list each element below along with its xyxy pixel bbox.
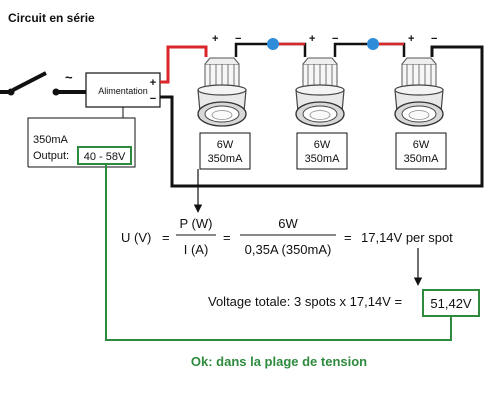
formula-den1: I (A) <box>184 242 209 257</box>
spot3-power: 6W <box>413 139 430 151</box>
supply-minus-sign: − <box>150 93 156 105</box>
supply-spec-current: 350mA <box>33 134 69 146</box>
junction-dot-1 <box>267 38 279 50</box>
formula-num2: 6W <box>278 216 298 231</box>
switch-contact-left <box>7 88 15 96</box>
spot3-current: 350mA <box>404 153 440 165</box>
formula-lhs: U (V) <box>121 230 151 245</box>
spot1-minus: − <box>235 33 241 45</box>
formula-eq2: = <box>223 230 231 245</box>
supply-plus-sign: + <box>150 77 156 89</box>
conclusion-text: Ok: dans la plage de tension <box>191 354 367 369</box>
spot1-power: 6W <box>217 139 234 151</box>
spot3-spec-box <box>395 132 447 170</box>
spot3-plus: + <box>408 33 414 45</box>
junction-dot-2 <box>367 38 379 50</box>
supply-spec-output-label: Output: <box>33 150 69 162</box>
positive-supply-wire <box>160 45 208 84</box>
spot1-plus: + <box>212 33 218 45</box>
output-range: 40 - 58V <box>84 151 126 163</box>
spot2-current: 350mA <box>305 153 341 165</box>
total-voltage-value: 51,42V <box>430 296 472 311</box>
output-range-box <box>77 146 132 165</box>
formula-eq1: = <box>162 230 170 245</box>
formula-result: 17,14V per spot <box>361 230 453 245</box>
led-spot-3 <box>394 57 444 127</box>
spot2-spec-box <box>296 132 348 170</box>
spot3-minus: − <box>431 33 437 45</box>
negative-return-wire <box>160 45 484 188</box>
power-supply-label: Alimentation <box>98 86 148 96</box>
spot1-spec-box <box>199 132 251 170</box>
total-voltage-text: Voltage totale: 3 spots x 17,14V = <box>208 294 402 309</box>
led-spot-2 <box>295 57 345 127</box>
spot2-power: 6W <box>314 139 331 151</box>
led-spot-1 <box>197 57 247 127</box>
diagram-title: Circuit en série <box>8 11 95 25</box>
total-voltage-box <box>422 289 480 317</box>
switch-lever <box>12 71 47 92</box>
spot2-minus: − <box>332 33 338 45</box>
formula-den2: 0,35A (350mA) <box>245 242 332 257</box>
formula-eq3: = <box>344 230 352 245</box>
spot1-current: 350mA <box>208 153 244 165</box>
range-comparison-line <box>105 164 452 341</box>
formula-num1: P (W) <box>180 216 213 231</box>
ac-symbol: ~ <box>65 70 73 85</box>
spot2-plus: + <box>309 33 315 45</box>
power-supply-box <box>85 72 161 108</box>
